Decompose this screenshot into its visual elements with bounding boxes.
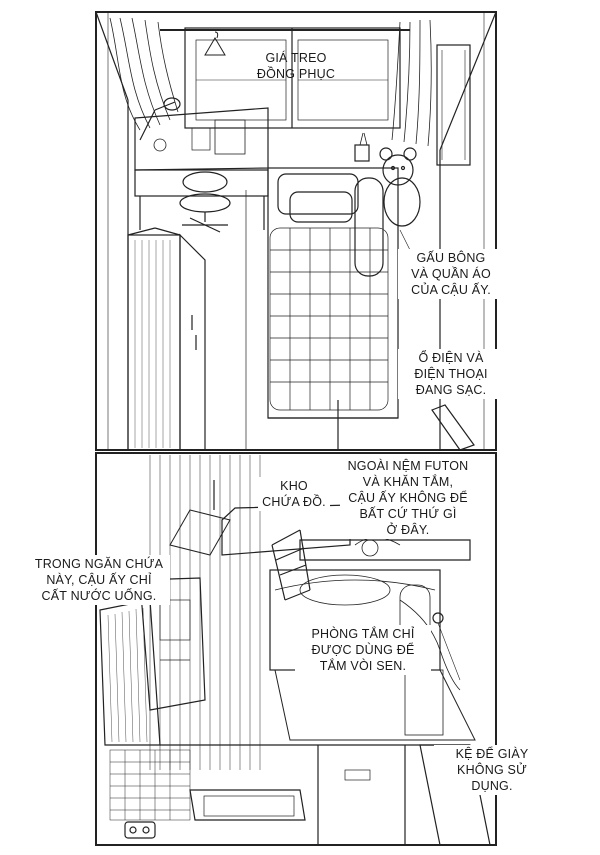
futon-quilt bbox=[269, 227, 389, 411]
label-futon-towel: NGOÀI NỆM FUTON VÀ KHĂN TẮM, CẬU ẤY KHÔN… bbox=[340, 457, 476, 539]
loft-ladder bbox=[271, 529, 311, 601]
curtain-right bbox=[391, 19, 432, 147]
genkan-floor bbox=[109, 749, 191, 821]
desk-chair bbox=[179, 171, 231, 233]
hanger-icon bbox=[204, 31, 226, 56]
bed bbox=[245, 167, 399, 450]
air-conditioner bbox=[436, 44, 471, 166]
curtain-left bbox=[109, 17, 179, 131]
desk-lamp-icon bbox=[139, 97, 181, 141]
futon-shelf bbox=[299, 537, 471, 561]
slippers-icon bbox=[124, 821, 156, 839]
shower-head-icon bbox=[432, 612, 461, 681]
floor-boards bbox=[160, 744, 470, 846]
pillow bbox=[277, 173, 359, 223]
entry-panel bbox=[95, 452, 497, 846]
label-bathroom-shower: PHÒNG TẮM CHỈ ĐƯỢC DÙNG ĐỂ TẮM VÒI SEN. bbox=[295, 625, 431, 675]
window bbox=[184, 27, 401, 129]
label-drawer-water: TRONG NGĂN CHỨA NÀY, CẬU ẤY CHỈ CẤT NƯỚC… bbox=[28, 555, 170, 605]
teddy-bear-icon bbox=[379, 147, 421, 227]
body-pillow bbox=[354, 177, 384, 277]
label-teddy-clothes: GẤU BÔNG VÀ QUẦN ÁO CỦA CẬU ẤY. bbox=[398, 249, 504, 299]
label-uniform-hanger: GIÁ TREO ĐỒNG PHỤC bbox=[256, 51, 336, 81]
bedroom-panel bbox=[95, 11, 497, 451]
label-storage: KHO CHỨA ĐỒ. bbox=[258, 477, 330, 511]
wardrobe bbox=[127, 227, 206, 451]
label-shoe-rack: KỆ ĐỂ GIÀY KHÔNG SỬ DỤNG. bbox=[434, 745, 550, 795]
label-outlet-phone: Ổ ĐIỆN VÀ ĐIỆN THOẠI ĐANG SẠC. bbox=[398, 349, 504, 399]
